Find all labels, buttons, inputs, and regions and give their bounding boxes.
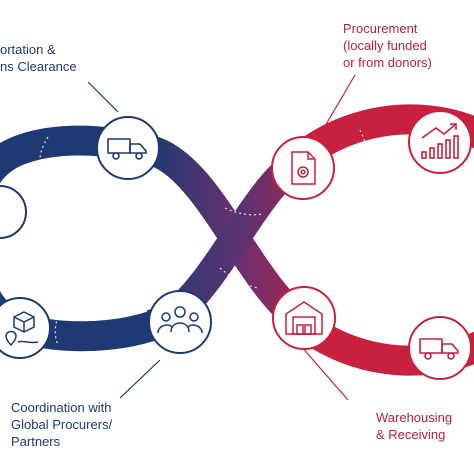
label-coordination-line-2: Global Procurers/ [11, 417, 113, 432]
people-group-icon [157, 306, 203, 334]
document-gear-icon [291, 151, 316, 185]
label-transport-line-2: ns Clearance [0, 59, 77, 74]
delivery-truck-icon [107, 138, 147, 160]
warehouse-icon [285, 301, 323, 335]
leader-lines [87, 74, 356, 401]
node-left-partial[interactable] [0, 185, 27, 239]
label-warehousing: Warehousing & Receiving [376, 409, 452, 443]
delivery-truck-icon [419, 338, 459, 360]
node-growth[interactable] [408, 110, 472, 174]
node-transport[interactable] [96, 116, 160, 180]
label-coordination-line-3: Partners [11, 434, 61, 449]
label-coordination-line-1: Coordination with [11, 400, 112, 415]
node-procurement[interactable] [271, 136, 335, 200]
label-procurement-line-2: (locally funded [343, 38, 427, 53]
label-warehousing-line-1: Warehousing [376, 410, 453, 425]
label-procurement: Procurement (locally funded or from dono… [343, 20, 432, 71]
node-warehouse[interactable] [272, 286, 336, 350]
map-pin-box-icon [5, 311, 39, 347]
label-transport-line-1: ortation & [0, 42, 56, 57]
label-warehousing-line-2: & Receiving [376, 427, 446, 442]
node-location[interactable] [0, 297, 51, 359]
label-procurement-line-1: Procurement [343, 21, 418, 36]
growth-chart-icon [421, 123, 459, 159]
node-coordination[interactable] [148, 290, 212, 354]
label-coordination: Coordination with Global Procurers/ Part… [11, 399, 112, 450]
label-transport: ortation & ns Clearance [0, 41, 77, 75]
label-procurement-line-3: or from donors) [343, 55, 432, 70]
node-delivery[interactable] [408, 316, 472, 380]
